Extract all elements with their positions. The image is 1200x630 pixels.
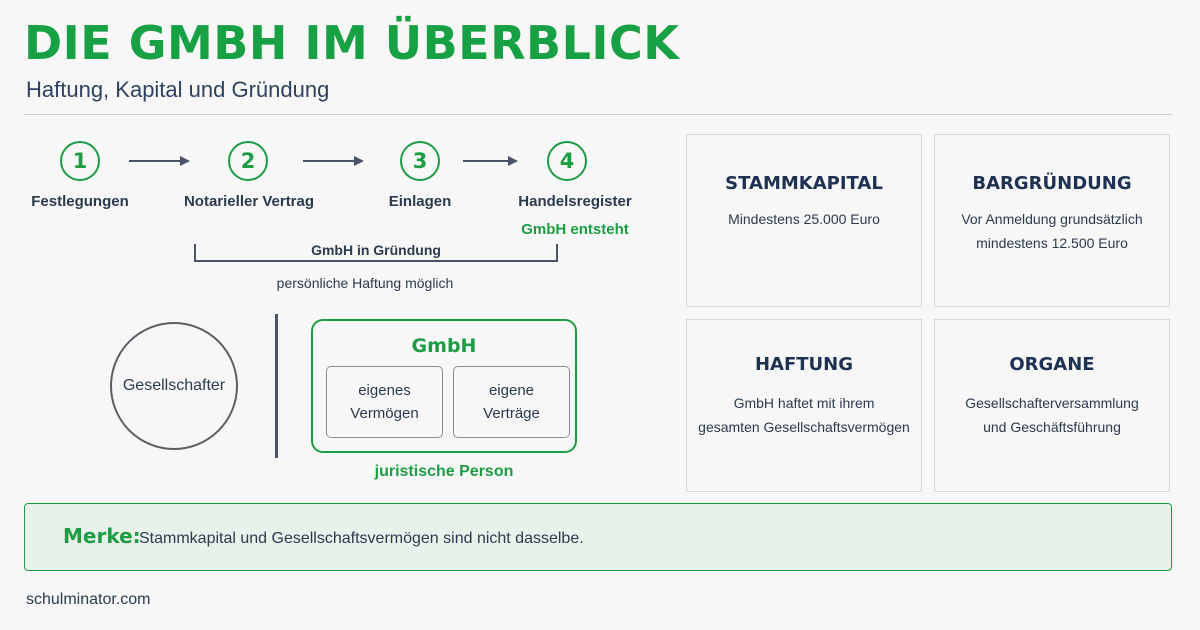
card-organe-text: Gesellschafterversammlung und Geschäftsf… — [943, 391, 1161, 439]
step-4-number: 4 — [559, 149, 575, 173]
card-organe: ORGANE Gesellschafterversammlung und Ges… — [934, 319, 1170, 492]
card-haftung-line-2: gesamten Gesellschaftsvermögen — [698, 419, 910, 435]
gmbh-title: GmbH — [411, 335, 477, 357]
card-haftung-line-1: GmbH haftet mit ihrem — [733, 395, 875, 411]
card-bargruendung-title: BARGRÜNDUNG — [972, 173, 1132, 194]
step-2-arrow-icon — [303, 156, 364, 166]
card-stammkapital: STAMMKAPITAL Mindestens 25.000 Euro — [686, 134, 922, 307]
own-contracts-line-2: Verträge — [483, 405, 540, 422]
step-4-label: Handelsregister — [518, 193, 632, 210]
card-stammkapital-title: STAMMKAPITAL — [725, 173, 883, 194]
merke-text: Stammkapital und Gesellschaftsvermögen s… — [139, 530, 584, 547]
page-subtitle: Haftung, Kapital und Gründung — [26, 77, 330, 102]
card-haftung-title: HAFTUNG — [754, 354, 854, 375]
header-divider — [24, 114, 1172, 115]
card-bargruendung-text: Vor Anmeldung grundsätzlich mindestens 1… — [943, 207, 1161, 255]
step-1-label: Festlegungen — [31, 193, 129, 210]
legal-entity-caption: juristische Person — [374, 463, 514, 480]
step-3-number: 3 — [412, 149, 428, 173]
step-3-label: Einlagen — [388, 193, 452, 210]
merke-box: Merke: Stammkapital und Gesellschaftsver… — [24, 503, 1172, 571]
card-bargruendung-line-1: Vor Anmeldung grundsätzlich — [961, 211, 1143, 227]
own-assets-line-2: Vermögen — [350, 405, 419, 422]
card-bargruendung: BARGRÜNDUNG Vor Anmeldung grundsätzlich … — [934, 134, 1170, 307]
own-contracts-line-1: eigene — [488, 381, 535, 399]
own-contracts-box: eigene Verträge — [453, 366, 570, 438]
card-stammkapital-line-1: Mindestens 25.000 Euro — [728, 211, 880, 227]
gmbh-box: GmbH eigenes Vermögen eigene Verträge — [311, 319, 577, 453]
gesellschafter-label: Gesellschafter — [122, 377, 226, 394]
card-haftung-text: GmbH haftet mit ihrem gesamten Gesellsch… — [695, 391, 913, 439]
step-3-arrow-icon — [463, 156, 518, 166]
page-title: DIE GMBH IM ÜBERBLICK — [24, 16, 680, 70]
own-assets-line-1: eigenes — [358, 381, 411, 399]
step-2-circle: 2 — [228, 141, 268, 181]
card-organe-line-1: Gesellschafterversammlung — [965, 395, 1139, 411]
card-haftung: HAFTUNG GmbH haftet mit ihrem gesamten G… — [686, 319, 922, 492]
step-1-arrow-icon — [129, 156, 190, 166]
step-2-label: Notarieller Vertrag — [183, 193, 315, 210]
step-4-note: GmbH entsteht — [521, 221, 629, 238]
card-organe-line-2: und Geschäftsführung — [983, 419, 1121, 435]
step-2-number: 2 — [240, 149, 256, 173]
separation-line — [275, 314, 278, 458]
gruendung-bracket — [194, 244, 558, 262]
gruendung-label: GmbH in Gründung — [311, 242, 441, 258]
card-bargruendung-line-2: mindestens 12.500 Euro — [976, 235, 1128, 251]
step-1-number: 1 — [72, 149, 88, 173]
merke-label: Merke: — [63, 524, 141, 548]
liability-note: persönliche Haftung möglich — [276, 275, 454, 291]
footer-source: schulminator.com — [26, 591, 151, 608]
step-4-circle: 4 — [547, 141, 587, 181]
own-assets-box: eigenes Vermögen — [326, 366, 443, 438]
step-3-circle: 3 — [400, 141, 440, 181]
card-organe-title: ORGANE — [1009, 354, 1095, 375]
card-stammkapital-text: Mindestens 25.000 Euro — [695, 207, 913, 231]
step-1-circle: 1 — [60, 141, 100, 181]
gesellschafter-circle: Gesellschafter — [110, 322, 238, 450]
